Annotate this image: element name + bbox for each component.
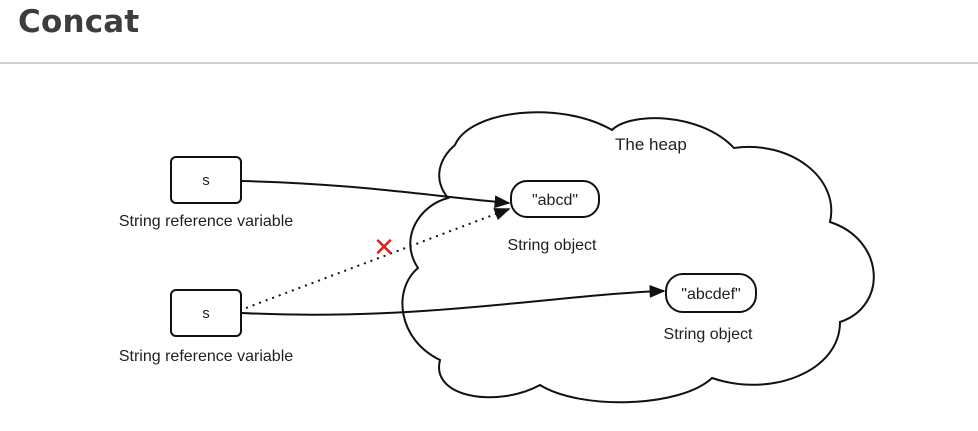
page-header: Concat [0, 0, 978, 62]
ref-variable-bottom: s String reference variable [119, 289, 293, 365]
object-box-new [665, 273, 757, 313]
object-box-old [510, 180, 600, 218]
broken-link-marker: ✕ [373, 232, 395, 262]
ref-box-top [170, 156, 242, 204]
object-caption-old: String object [508, 237, 597, 254]
object-caption-new: String object [664, 326, 753, 343]
reference-arrow-bottom [241, 285, 666, 316]
string-object-new: "abcdef" String object [664, 273, 757, 343]
heap-label: The heap [615, 135, 687, 154]
object-value-old: "abcd" [532, 192, 578, 209]
page-title: Concat [18, 4, 140, 40]
ref-box-bottom [170, 289, 242, 337]
ref-caption-top: String reference variable [119, 213, 293, 230]
string-object-old: "abcd" String object [508, 180, 600, 254]
ref-var-name-bottom: s [202, 305, 210, 322]
object-value-new: "abcdef" [681, 286, 740, 303]
ref-var-name-top: s [202, 172, 210, 189]
ref-caption-bottom: String reference variable [119, 348, 293, 365]
ref-variable-top: s String reference variable [119, 156, 293, 230]
reference-arrow-top [241, 180, 511, 209]
heap-cloud [401, 111, 875, 404]
broken-reference-dotted [245, 208, 511, 309]
header-divider [0, 62, 978, 64]
